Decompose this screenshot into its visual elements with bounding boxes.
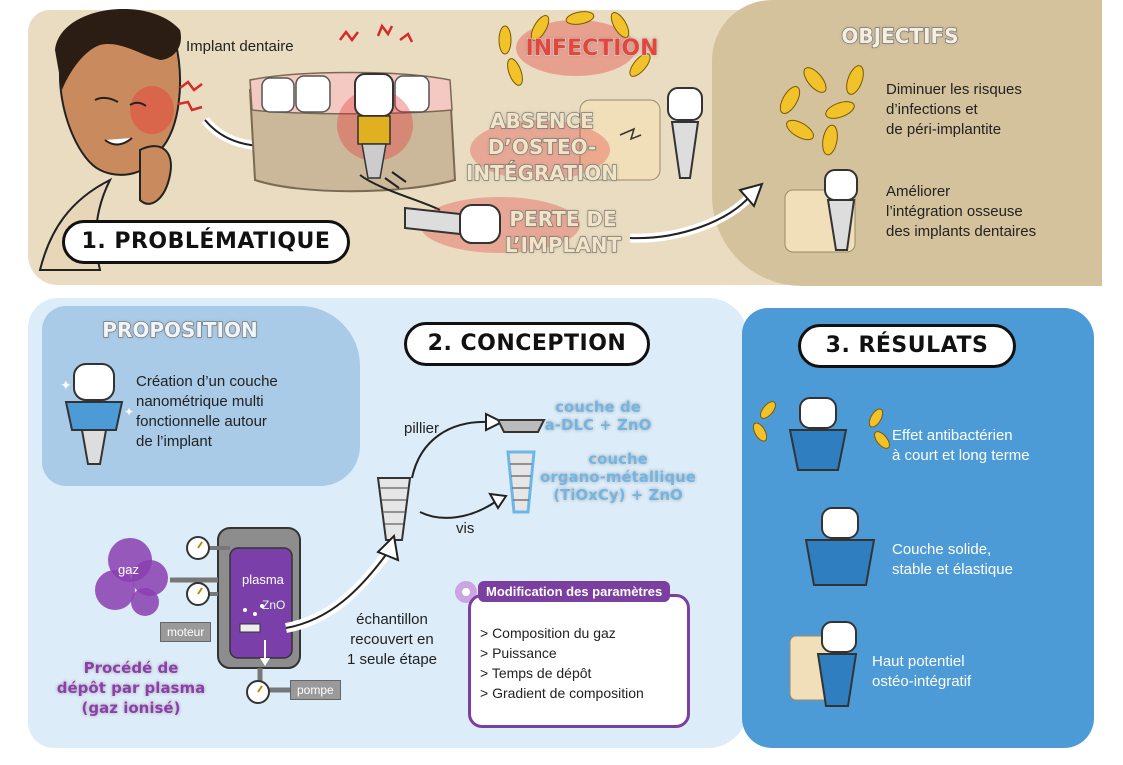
implant-screw-icon [376,477,412,541]
stretching-tooth-icon [804,507,876,586]
objectif-2-line-3: des implants dentaires [886,223,1037,240]
infection-label: INFECTION [522,36,662,62]
pompe-label: pompe [290,680,341,700]
failed-osteointegration-icon [470,87,703,181]
plasma-label: plasma [242,572,284,587]
proposition-line-1: Création d’un couche [136,373,278,390]
couche-dlc-line-1: couche de [555,398,642,417]
objectif-item-2: Améliorer l’intégration osseuse des impl… [886,182,1036,242]
implant-dentaire-label: Implant dentaire [186,38,294,55]
pillier-label: pillier [404,420,440,437]
vis-label: vis [456,520,475,537]
absence-line-3: INTÉGRATION [465,160,619,185]
lost-implant-icon [404,197,580,253]
couche-dlc-line-2: a-DLC + ZnO [544,416,652,435]
procede-line-2: dépôt par plasma [56,679,206,698]
echantillon-line-2: recouvert en [350,631,434,648]
couche-organo-label: couche organo-métallique (TiOxCy) + ZnO [538,450,698,505]
objectif-item-1: Diminuer les risques d’infections et de … [886,80,1022,140]
objectif-1-line-3: de péri-implantite [886,121,1002,138]
bacteria-icon [498,11,651,86]
procede-line-1: Procédé de [83,659,179,678]
resultat-3-line-2: ostéo-intégratif [872,673,972,690]
infection-text: INFECTION [525,36,659,62]
modif-item-4: > Gradient de composition [480,685,644,701]
resultat-1-line-2: à court et long terme [892,447,1030,464]
echantillon-line-3: 1 seule étape [346,651,438,668]
resultat-1-line-1: Effet antibactérien [892,427,1013,444]
proposition-line-2: nanométrique multi [136,393,264,410]
resultat-item-1: Effet antibactérien à court et long term… [892,426,1030,466]
gas-cloud-icon [95,538,168,616]
echantillon-label: échantillon recouvert en 1 seule étape [338,610,446,670]
echantillon-line-1: échantillon [356,611,428,628]
resultats-title: 3. RÉSULATS [798,324,1016,368]
perte-implant-label: PERTE DE L’IMPLANT [498,206,628,258]
objectif-2-line-1: Améliorer [886,183,951,200]
moteur-label: moteur [160,622,212,642]
couche-organo-line-2: organo-métallique [540,468,697,487]
objectif-1-line-1: Diminuer les risques [886,81,1022,98]
conception-title: 2. CONCEPTION [404,322,650,366]
objectifs-title: OBJECTIFS [841,23,959,48]
perte-line-2: L’IMPLANT [504,232,622,257]
jaw-teeth-icon [248,23,457,193]
vis-icon [506,450,536,514]
modif-item-1: > Composition du gaz [480,625,616,641]
couche-organo-line-3: (TiOxCy) + ZnO [553,486,683,505]
gauge-icon [186,536,270,704]
couche-organo-line-1: couche [588,450,648,469]
objectif-implant-bone-icon [784,169,858,253]
antibacterial-tooth-icon [752,397,890,471]
modif-item-3: > Temps de dépôt [480,665,592,681]
proposition-title: PROPOSITION [102,317,259,342]
modif-item-2: > Puissance [480,645,557,661]
svg-text:✦: ✦ [124,405,134,419]
objectifs-panel [712,0,1102,286]
modification-parametres-box [468,594,690,728]
zno-label: ZnO [262,598,286,612]
resultat-item-3: Haut potentiel ostéo-intégratif [872,652,971,692]
objectif-bacteria-icon [779,65,864,156]
proposition-line-3: fonctionnelle autour [136,413,267,430]
resultat-item-2: Couche solide, stable et élastique [892,540,1013,580]
problematique-title: 1. PROBLÉMATIQUE [62,220,350,264]
objectif-2-line-2: l’intégration osseuse [886,203,1023,220]
proposition-text: Création d’un couche nanométrique multi … [136,372,278,452]
absence-osteointegration-label: ABSENCE D’OSTEO- INTÉGRATION [452,108,632,186]
modification-parametres-title: Modification des paramètres [478,581,671,602]
procede-label: Procédé de dépôt par plasma (gaz ionisé) [56,658,206,718]
absence-line-2: D’OSTEO- [487,134,597,159]
pillier-icon [496,419,546,433]
proposition-line-4: de l’implant [136,433,212,450]
resultat-2-line-2: stable et élastique [892,561,1013,578]
procede-line-3: (gaz ionisé) [81,699,181,718]
gaz-label: gaz [118,562,139,577]
svg-text:✦: ✦ [60,377,72,393]
perte-line-1: PERTE DE [509,206,618,231]
resultat-2-line-1: Couche solide, [892,541,992,558]
plasma-reactor-icon [170,527,301,693]
objectif-1-line-2: d’infections et [886,101,978,118]
proposition-tooth-icon: ✦ ✦ [60,363,134,465]
resultat-3-line-1: Haut potentiel [872,653,965,670]
absence-line-1: ABSENCE [489,108,594,133]
bone-tooth-icon [789,621,858,707]
couche-dlc-label: couche de a-DLC + ZnO [538,398,658,435]
